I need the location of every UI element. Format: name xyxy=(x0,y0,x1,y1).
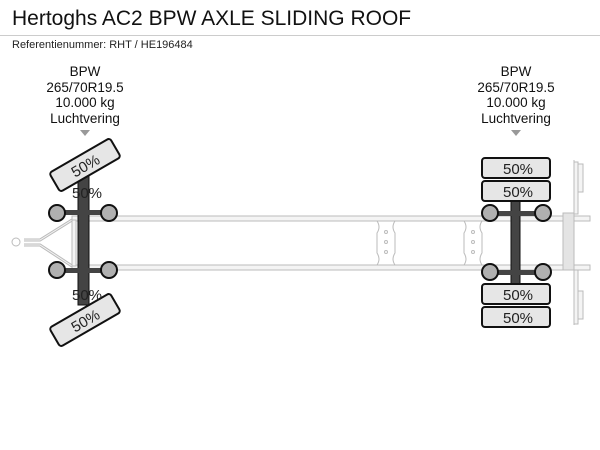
axle-suspension: Luchtvering xyxy=(50,110,120,126)
axle-2-arrow-icon xyxy=(511,130,521,136)
axle-1: 50% 50% 50% 50% xyxy=(48,138,121,347)
axle-tyre-size: 265/70R19.5 xyxy=(477,79,555,95)
axle-brand: BPW xyxy=(500,64,532,79)
chassis-frame xyxy=(11,160,591,325)
axle-suspension: Luchtvering xyxy=(481,110,551,126)
axle-2-label: BPW 265/70R19.5 10.000 kg Luchtvering xyxy=(446,64,586,126)
tyre-2-4-load: 50% xyxy=(503,310,533,327)
divider xyxy=(0,35,600,36)
axle-load: 10.000 kg xyxy=(486,95,546,110)
tyre-1-2-load: 50% xyxy=(72,185,102,202)
axle-2: 50% 50% 50% 50% xyxy=(481,157,552,328)
axle-brand: BPW xyxy=(69,64,101,79)
tyre-2-2-load: 50% xyxy=(503,184,533,201)
tyre-2-3-load: 50% xyxy=(503,287,533,304)
axle-1-arrow-icon xyxy=(80,130,90,136)
axle-load: 10.000 kg xyxy=(55,95,115,110)
tyre-2-1-load: 50% xyxy=(503,161,533,178)
wheel-hubs xyxy=(48,204,118,279)
page-title: Hertoghs AC2 BPW AXLE SLIDING ROOF xyxy=(12,7,412,30)
tyre-1-3-load: 50% xyxy=(72,287,102,304)
tyre-1-4: 50% xyxy=(49,293,121,347)
reference-number: Referentienummer: RHT / HE196484 xyxy=(12,39,193,51)
axle-tyre-size: 265/70R19.5 xyxy=(46,79,124,95)
axle-1-label: BPW 265/70R19.5 10.000 kg Luchtvering xyxy=(15,64,155,126)
